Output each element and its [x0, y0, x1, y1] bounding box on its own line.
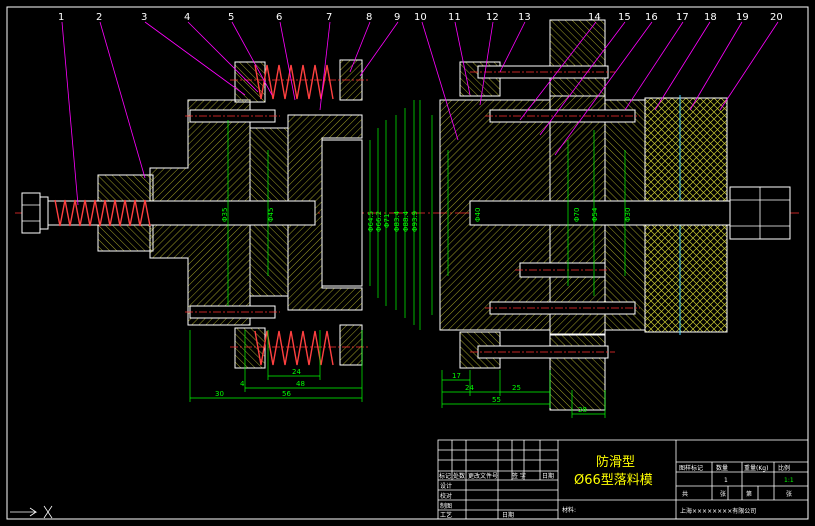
balloon-18: 18: [704, 12, 717, 23]
dim-left-phi-71: Φ71: [383, 214, 391, 228]
dim-left-30: 30: [215, 390, 224, 398]
title-block: [437, 439, 809, 520]
left-washer: [39, 196, 49, 230]
tb-sheet-zhang2: 张: [786, 490, 792, 498]
tb-header-date: 日期: [542, 472, 554, 480]
balloon-13: 13: [518, 12, 531, 23]
balloon-15: 15: [618, 12, 631, 23]
left-lower-flange: [234, 327, 266, 369]
balloon-14: 14: [588, 12, 601, 23]
left-lower-spring: [254, 330, 334, 366]
balloon-2: 2: [96, 12, 102, 23]
tb-col-scale: 比例: [778, 464, 790, 472]
left-punch-ring: [287, 114, 363, 311]
tb-row-check: 校对: [440, 492, 452, 500]
left-upper-spring: [254, 64, 334, 100]
balloon-4: 4: [184, 12, 190, 23]
balloon-20: 20: [770, 12, 783, 23]
ucs-icon: [10, 505, 53, 519]
tb-scale-value: 1:1: [784, 477, 794, 484]
balloon-7: 7: [326, 12, 332, 23]
tb-row-design: 设计: [440, 482, 452, 490]
balloon-12: 12: [486, 12, 499, 23]
tb-material: 材料:: [562, 506, 576, 514]
balloon-9: 9: [394, 12, 400, 23]
right-shaft: [469, 200, 771, 226]
dim-right-phi-30: Φ30: [624, 208, 632, 222]
tb-col-mark: 图样标记: [679, 464, 703, 472]
tb-header-sign: 签 字: [512, 472, 526, 480]
dim-left-phi-shaft: Φ35: [221, 208, 229, 222]
tb-sheet-zhang1: 张: [720, 490, 726, 498]
dim-right-25: 25: [512, 384, 521, 392]
dim-right-55: 55: [492, 396, 501, 404]
tb-row-draw: 制图: [440, 502, 452, 510]
dim-right-phi-70: Φ70: [573, 208, 581, 222]
tb-row-process: 工艺: [440, 511, 452, 519]
dim-left-phi-66a: Φ66.2: [375, 211, 383, 232]
dim-left-24: 24: [292, 368, 301, 376]
tb-sheet-di: 第: [746, 490, 752, 498]
left-assembly: [21, 59, 415, 402]
dim-left-56: 56: [282, 390, 291, 398]
tb-date-label: 日期: [502, 511, 514, 519]
dim-left-4: 4: [240, 380, 245, 388]
tb-header-marks: 标记: [439, 472, 451, 480]
leader-lines: [61, 21, 779, 206]
dim-left-phi-88: Φ88.4: [402, 210, 410, 232]
dim-right-phi-bore: Φ40: [474, 208, 482, 222]
left-nut: [21, 192, 41, 234]
drawing-title-line2: Ø66型落料模: [574, 473, 653, 488]
balloon-16: 16: [645, 12, 658, 23]
left-lower-cap: [339, 324, 363, 366]
drawing-title-line1: 防滑型: [596, 454, 635, 470]
balloon-5: 5: [228, 12, 234, 23]
tb-col-qty: 数量: [716, 464, 728, 472]
tb-qty-value: 1: [724, 477, 728, 484]
dim-left-phi-64: Φ64.5: [367, 211, 375, 232]
balloon-17: 17: [676, 12, 689, 23]
tb-sheet-total: 共: [682, 490, 688, 498]
balloon-3: 3: [141, 12, 147, 23]
dim-right-28: 28: [578, 406, 587, 414]
balloon-19: 19: [736, 12, 749, 23]
dim-right-phi-54: Φ54: [591, 207, 599, 222]
dimension-labels: 30 56 48 24 4 Φ35 Φ45 Φ64.5 Φ66.2 Φ71 Φ8…: [215, 207, 632, 414]
dim-left-48: 48: [296, 380, 305, 388]
right-assembly: [419, 19, 791, 418]
drawing-border: [6, 6, 809, 520]
dim-left-phi-83: Φ83.4: [393, 210, 401, 232]
dim-left-phi-bore: Φ45: [267, 208, 275, 222]
tb-header-count: 处数: [453, 472, 465, 480]
balloon-11: 11: [448, 12, 461, 23]
left-main-spring: [54, 199, 151, 227]
balloon-6: 6: [276, 12, 282, 23]
balloon-10: 10: [414, 12, 427, 23]
dim-left-phi-93: Φ93.9: [411, 211, 419, 232]
balloon-1: 1: [58, 12, 64, 23]
balloon-numbers: 1 2 3 4 5 6 7 8 9 10 11 12 13 14 15 16 1…: [58, 12, 783, 23]
tb-company: 上海××××××××有限公司: [680, 507, 756, 515]
left-bore: [321, 139, 363, 287]
tb-header-change: 更改文件号: [468, 472, 498, 480]
dim-right-17: 17: [452, 372, 461, 380]
dim-right-24: 24: [465, 384, 474, 392]
tb-col-weight: 重量(Kg): [744, 464, 768, 472]
balloon-8: 8: [366, 12, 372, 23]
